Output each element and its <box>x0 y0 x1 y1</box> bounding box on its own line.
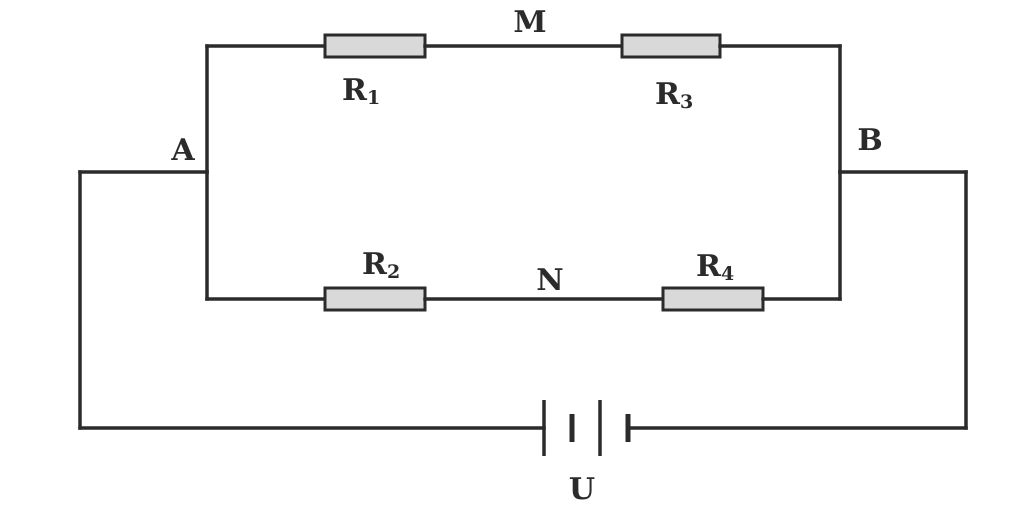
label-node-b: B <box>857 123 882 158</box>
label-r3-index: 3 <box>680 91 693 113</box>
label-r4-index: 4 <box>721 263 734 285</box>
label-r4-letter: R <box>696 249 722 284</box>
label-r3-letter: R <box>655 77 681 112</box>
label-r2-letter: R <box>362 247 388 282</box>
resistor-r1 <box>323 33 427 59</box>
label-r1: R1 <box>342 73 380 109</box>
resistor-r4 <box>661 286 765 312</box>
label-r1-letter: R <box>342 73 368 108</box>
label-r4: R4 <box>696 249 734 285</box>
label-node-n: N <box>536 263 563 298</box>
label-r3: R3 <box>655 77 693 113</box>
resistor-r2 <box>323 286 427 312</box>
label-source-u: U <box>569 472 595 507</box>
battery-symbol <box>542 400 631 456</box>
label-node-m: M <box>513 5 546 40</box>
label-r2-index: 2 <box>387 261 400 283</box>
label-node-a: A <box>170 133 195 168</box>
resistor-r3 <box>620 33 722 59</box>
label-r1-index: 1 <box>367 87 380 109</box>
label-r2: R2 <box>362 247 400 283</box>
